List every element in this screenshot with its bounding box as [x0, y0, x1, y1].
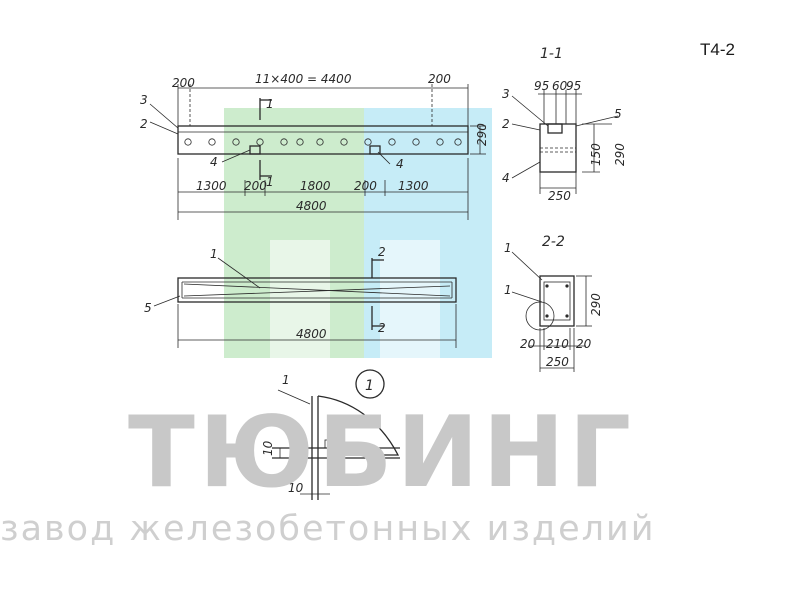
dim-20-left: 20 [520, 337, 536, 351]
dim-1300-right: 1300 [398, 179, 429, 193]
section-2-2-title: 2-2 [542, 234, 565, 250]
plan-callout-5: 5 [144, 301, 152, 315]
plan-callout-1: 1 [210, 247, 218, 261]
dim-290-sec22: 290 [589, 293, 603, 316]
dim-200-mid-left: 200 [244, 179, 267, 193]
dim-250-sec11: 250 [548, 189, 571, 203]
dim-200-mid-right: 200 [354, 179, 377, 193]
cut-mark-1-top: 1 [266, 97, 274, 111]
cut-mark-1-bottom: 1 [266, 175, 274, 189]
section-1-1 [511, 90, 619, 194]
callout-4-right: 4 [396, 157, 404, 171]
watermark-subtitle: завод железобетонных изделий [0, 509, 656, 549]
dim-60: 60 [552, 79, 568, 93]
section-1-1-callout-5: 5 [614, 107, 622, 121]
section-1-1-callout-4: 4 [502, 171, 510, 185]
beam-elevation [149, 84, 486, 220]
dim-150: 150 [589, 143, 603, 166]
detail-callout-1: 1 [282, 373, 290, 387]
beam-plan [153, 257, 457, 348]
dim-11x400: 11×400 = 4400 [255, 72, 352, 86]
section-2-2 [511, 251, 592, 372]
dim-10-vertical: 10 [261, 440, 275, 456]
section-1-1-callout-3: 3 [502, 87, 510, 101]
callout-3: 3 [140, 93, 148, 107]
dim-1300-left: 1300 [196, 179, 227, 193]
dim-290-elev: 290 [475, 123, 489, 146]
dim-1800: 1800 [300, 179, 331, 193]
dim-250-sec22: 250 [546, 355, 569, 369]
callout-2: 2 [140, 117, 148, 131]
dim-4800-plan: 4800 [296, 327, 327, 341]
section-1-1-callout-2: 2 [502, 117, 510, 131]
section-1-1-title: 1-1 [540, 46, 563, 62]
dim-200-right: 200 [428, 72, 451, 86]
dim-210: 210 [546, 337, 569, 351]
cut-mark-2-bottom: 2 [378, 321, 386, 335]
cut-mark-2-top: 2 [378, 245, 386, 259]
dim-95-left: 95 [534, 79, 549, 93]
drawing-code: Т4-2 [700, 40, 735, 59]
detail-1-marker: 1 [365, 378, 374, 394]
dim-200-left: 200 [172, 76, 195, 90]
section-2-2-callout-1-mid: 1 [504, 283, 512, 297]
lifting-holes [184, 138, 462, 146]
dim-20-right: 20 [576, 337, 592, 351]
section-2-2-callout-1-top: 1 [504, 241, 512, 255]
dim-95-right: 95 [566, 79, 581, 93]
dim-10-horizontal: 10 [288, 481, 304, 495]
watermark-title: ТЮБИНГ [128, 396, 635, 510]
callout-4-left: 4 [210, 155, 218, 169]
dim-290-sec11: 290 [613, 143, 627, 166]
dim-4800-elev: 4800 [296, 199, 327, 213]
detail-1 [272, 369, 400, 500]
watermark-logo [224, 108, 492, 358]
